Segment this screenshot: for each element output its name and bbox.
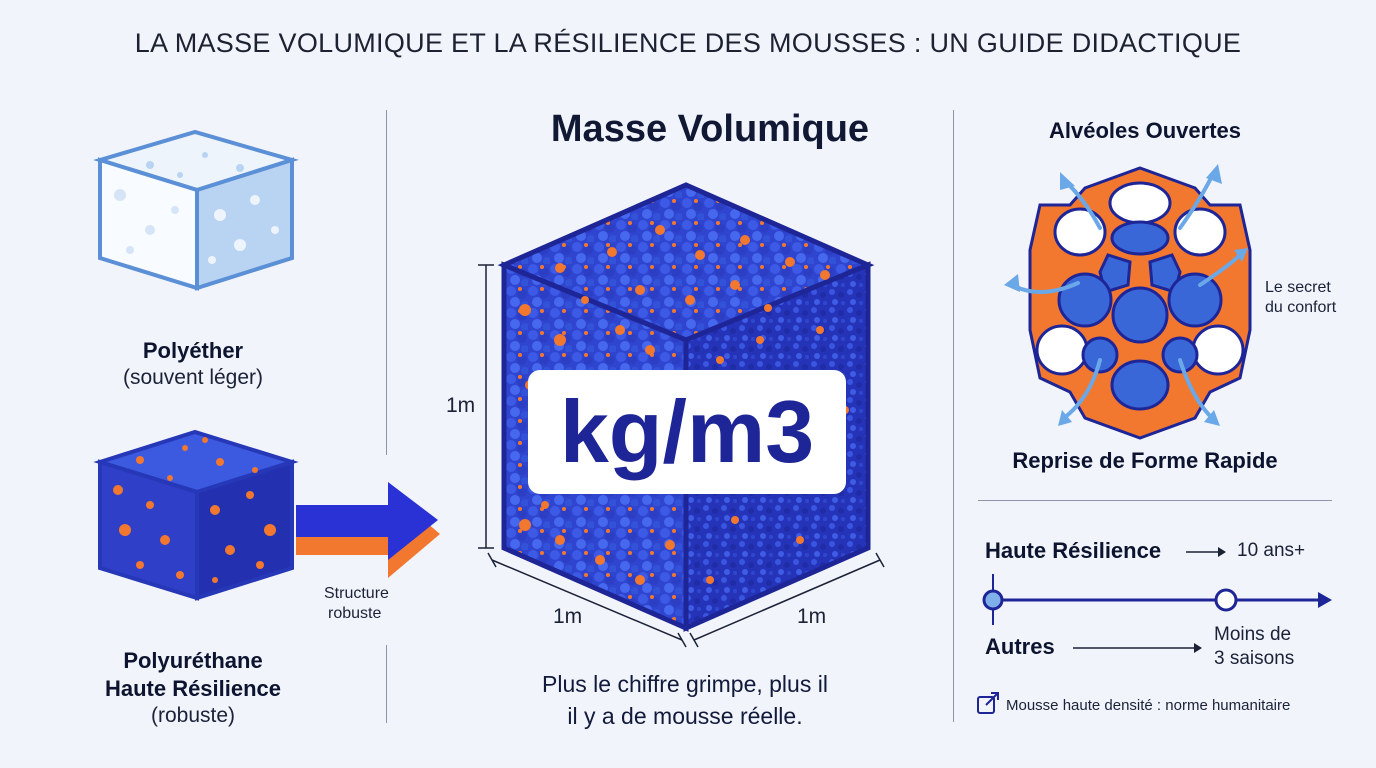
caption-line2: il y a de mousse réelle. <box>567 703 803 729</box>
comfort-note-line1: Le secret <box>1265 279 1331 296</box>
arrow-caption-line2: robuste <box>328 605 382 622</box>
polyether-label: Polyéther <box>142 338 244 363</box>
density-heading: Masse Volumique <box>550 108 870 150</box>
dimension-front: 1m <box>553 605 583 628</box>
other-label: Autres <box>985 634 1055 659</box>
divider-right <box>953 110 954 722</box>
divider-right-horizontal <box>978 500 1332 501</box>
arrow-to-density <box>296 482 440 578</box>
comfort-note-line2: du confort <box>1265 299 1337 316</box>
lifespan-timeline <box>982 547 1332 653</box>
reprise-label: Reprise de Forme Rapide <box>1012 448 1278 473</box>
divider-left-lower <box>386 645 387 723</box>
density-caption: Plus le chiffre grimpe, plus il il y a d… <box>480 668 890 732</box>
density-unit: kg/m3 <box>559 382 815 481</box>
arrow-caption-line1: Structure <box>324 585 389 602</box>
density-unit-box: kg/m3 <box>528 370 846 494</box>
polyurethane-label-line2: Haute Résilience <box>104 676 282 701</box>
polyurethane-cube <box>93 429 299 601</box>
page-title: LA MASSE VOLUMIQUE ET LA RÉSILIENCE DES … <box>134 28 1242 58</box>
polyurethane-note: (robuste) <box>150 704 236 727</box>
footnote-link[interactable]: Mousse haute densité : norme humanitaire <box>1006 697 1291 714</box>
divider-left <box>386 110 387 455</box>
other-value-line1: Moins de <box>1214 624 1292 645</box>
dimension-height: 1m <box>446 394 476 417</box>
hr-label: Haute Résilience <box>985 538 1162 563</box>
polyurethane-label-line1: Polyuréthane <box>123 648 263 673</box>
other-value-line2: 3 saisons <box>1214 648 1295 669</box>
dimension-side: 1m <box>797 605 827 628</box>
hr-value: 10 ans+ <box>1237 540 1306 561</box>
polyether-cube <box>93 129 299 291</box>
polyether-note: (souvent léger) <box>122 366 264 389</box>
open-cells-title: Alvéoles Ouvertes <box>1049 118 1241 143</box>
caption-line1: Plus le chiffre grimpe, plus il <box>542 671 828 697</box>
open-cells-diagram <box>1004 164 1252 440</box>
external-link-icon <box>977 692 999 714</box>
